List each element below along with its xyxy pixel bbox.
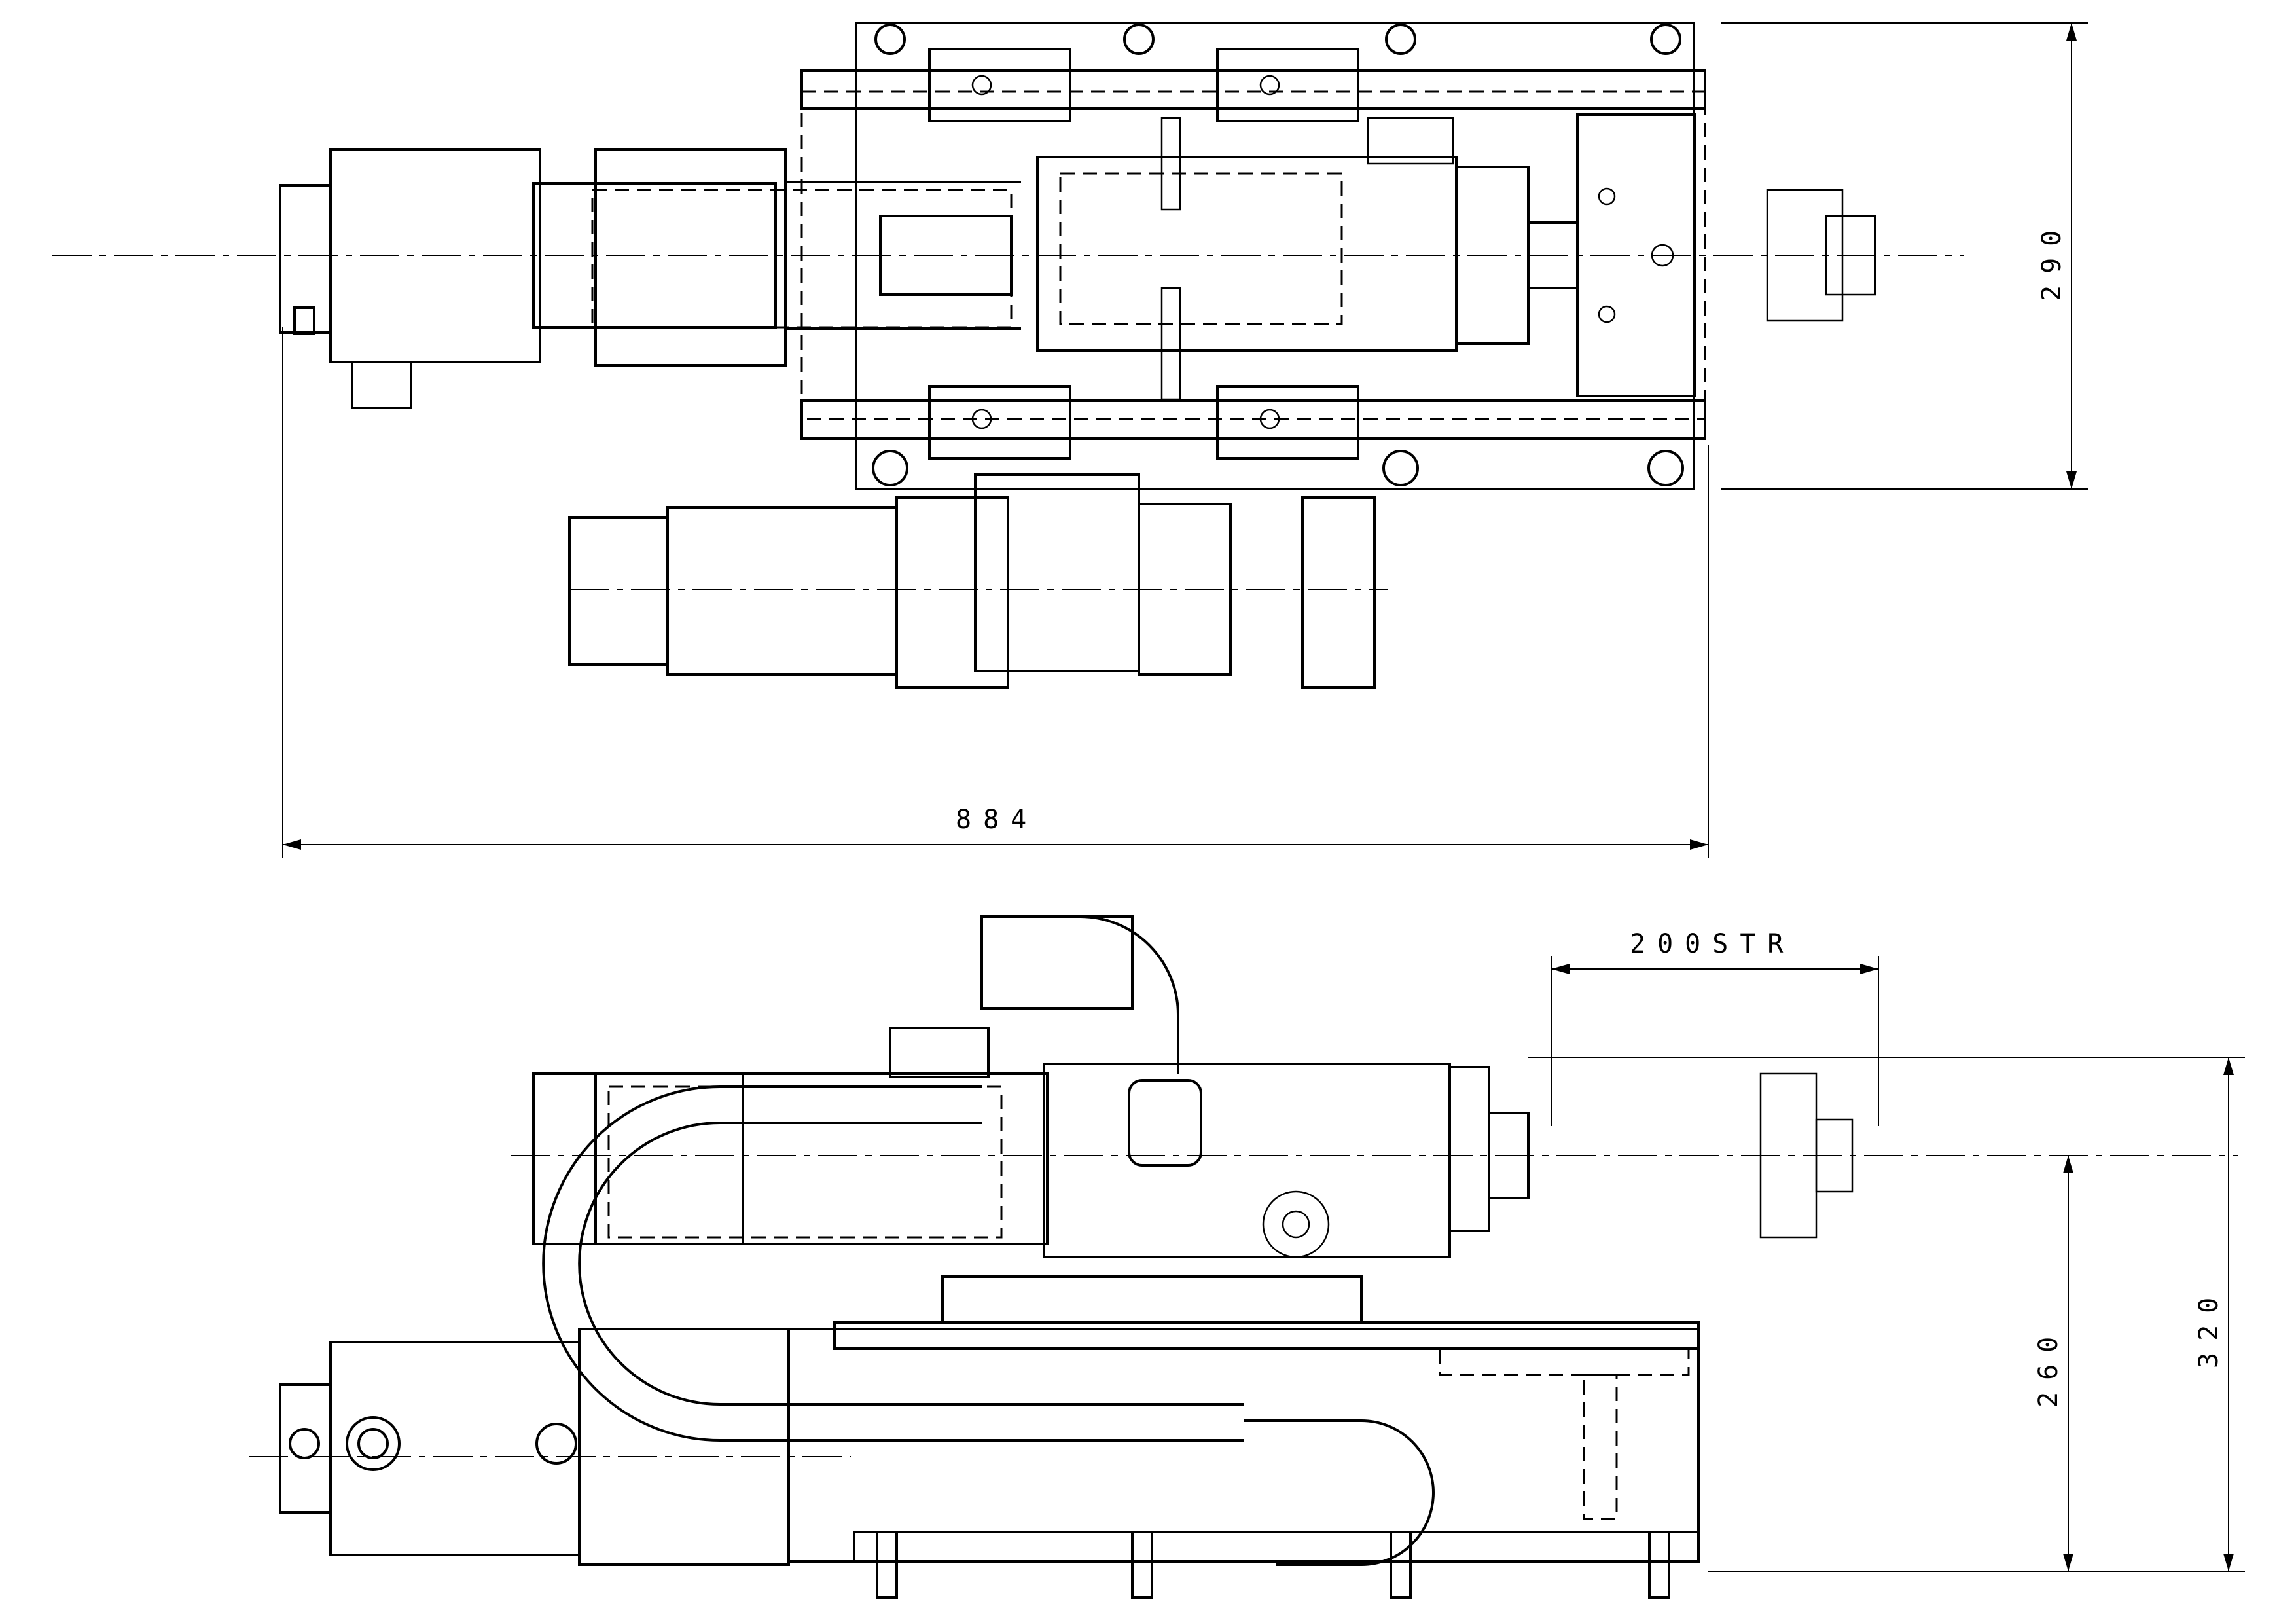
front-pulley: [1262, 1190, 1330, 1258]
top-view: 290 884: [52, 22, 2088, 858]
carriage-hidden: [1059, 172, 1343, 325]
phantom-head: [1766, 189, 1844, 322]
gearbox: [578, 1328, 790, 1566]
front-clamp: [1128, 1079, 1202, 1167]
cylinder-body: [594, 1072, 1049, 1245]
motor-bolt: [293, 306, 315, 335]
front-view: 200STR 320 260: [249, 915, 2245, 1599]
cylinder-port-block: [889, 1027, 990, 1078]
cable-box: [980, 915, 1134, 1010]
aux-block-1: [895, 496, 1009, 689]
front-phantom-nose: [1815, 1118, 1854, 1193]
upper-block-1: [928, 48, 1071, 122]
sensor-lower: [1160, 287, 1181, 401]
front-pulley-hub: [1282, 1210, 1310, 1239]
bolt-holes: [872, 24, 1684, 486]
motor-terminal: [351, 361, 412, 409]
front-rail: [833, 1321, 1700, 1350]
cable-loop-right: [1244, 1419, 1435, 1566]
front-bottom-plate: [853, 1531, 1700, 1563]
dim-884: [282, 327, 1709, 858]
head-clamp: [1367, 117, 1454, 165]
motor-endcap: [279, 184, 332, 334]
front-hidden-rail: [1439, 1347, 1690, 1376]
motor-shaft: [346, 1416, 401, 1471]
phantom-nose: [1825, 215, 1876, 296]
upper-block-2: [1216, 48, 1359, 122]
dim-label-260: 260: [2034, 1325, 2064, 1408]
upper-rail: [800, 69, 1706, 110]
rail-hidden: [800, 90, 1706, 420]
aux-block-4: [1301, 496, 1376, 689]
motor-boss: [289, 1428, 320, 1459]
dim-320: [1528, 1057, 2245, 1572]
aux-body: [666, 506, 898, 676]
dim-260: [2063, 1156, 2073, 1571]
clamp-yoke: [879, 215, 1013, 296]
front-motor: [329, 1341, 581, 1556]
front-head-plate: [1448, 1066, 1490, 1232]
lower-block-2: [1216, 385, 1359, 460]
cylinder-hidden: [607, 1085, 1003, 1239]
head-bracket: [1576, 113, 1696, 397]
slide-carriage: [1036, 156, 1458, 352]
cylinder-endcap: [532, 1072, 744, 1245]
front-base: [787, 1328, 1700, 1563]
front-hidden-slot: [1583, 1374, 1618, 1520]
cable-loop-inner: [578, 1122, 1244, 1406]
dim-label-290: 290: [2037, 219, 2067, 301]
aux-endcap: [568, 516, 669, 666]
lower-block-1: [928, 385, 1071, 460]
dim-290: [1721, 22, 2088, 490]
dim-label-200str: 200STR: [1630, 929, 1795, 959]
dim-label-320: 320: [2194, 1286, 2224, 1368]
front-rail-blocks: [941, 1275, 1363, 1324]
motor-bolt-front: [535, 1423, 577, 1465]
motor-shaft-inner: [357, 1428, 389, 1459]
front-feet: [876, 1531, 1670, 1599]
front-head-nose: [1488, 1112, 1530, 1199]
front-motor-endcap: [279, 1383, 332, 1514]
cable-loop-top: [1079, 915, 1179, 1074]
dim-label-884: 884: [956, 805, 1038, 835]
dim-200str: [1551, 956, 1879, 1126]
coupling-flange: [594, 148, 787, 367]
sensor-upper: [1160, 117, 1181, 211]
aux-block-2: [974, 473, 1140, 672]
cable-loop-outer: [542, 1085, 1244, 1442]
front-carriage: [1043, 1063, 1451, 1258]
